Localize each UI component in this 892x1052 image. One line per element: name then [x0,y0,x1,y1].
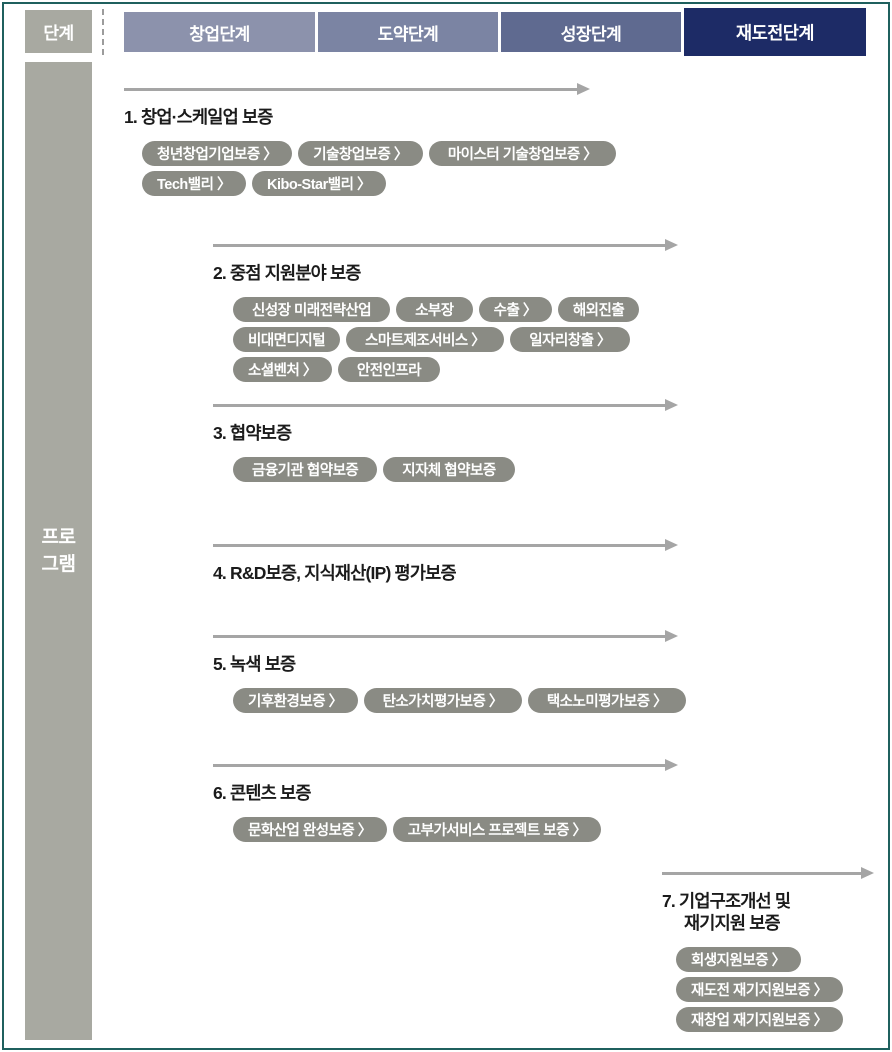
section-4-rnd-ip-guarantee: 4. R&D보증, 지식재산(IP) 평가보증 [213,538,678,584]
program-pill[interactable]: 마이스터 기술창업보증 〉 [428,141,617,166]
program-pill[interactable]: 택소노미평가보증 〉 [527,688,687,713]
dashed-separator [102,9,104,55]
program-pill[interactable]: 재도전 재기지원보증 〉 [676,977,843,1002]
program-pill[interactable]: 지자체 협약보증 [383,457,515,482]
section-7-restructuring-restart: 7. 기업구조개선 및 재기지원 보증 회생지원보증 〉 재도전 재기지원보증 … [662,866,874,1032]
pill-row: 문화산업 완성보증 〉 고부가서비스 프로젝트 보증 〉 [233,817,678,842]
program-label: 프로 그램 [42,524,76,578]
program-pill[interactable]: 신성장 미래전략산업 [233,297,391,322]
section-title: 3. 협약보증 [213,423,292,443]
program-pill[interactable]: 안전인프라 [337,357,441,382]
program-pill[interactable]: 회생지원보증 〉 [676,947,801,972]
arrow-right-icon [213,629,678,643]
program-pill[interactable]: 재창업 재기지원보증 〉 [676,1007,843,1032]
section-title: 6. 콘텐츠 보증 [213,783,311,803]
arrow-right-icon [213,398,678,412]
section-3-agreement-guarantee: 3. 협약보증 금융기관 협약보증 지자체 협약보증 [213,398,678,482]
stage-label: 단계 [43,24,74,43]
stage-header-rechallenge[interactable]: 재도전단계 [684,8,866,56]
program-pill[interactable]: 스마트제조서비스 〉 [346,327,505,352]
program-pill[interactable]: 금융기관 협약보증 [233,457,378,482]
pill-row: 재창업 재기지원보증 〉 [676,1007,874,1032]
section-1-startup-scaleup: 1. 창업·스케일업 보증 청년창업기업보증 〉 기술창업보증 〉 마이스터 기… [124,82,617,196]
stage-label-box: 단계 [25,10,92,53]
section-title: 4. R&D보증, 지식재산(IP) 평가보증 [213,563,457,583]
stage-header-label: 도약단계 [377,24,439,44]
stage-header-growth[interactable]: 성장단계 [501,12,681,52]
program-pill[interactable]: 소부장 [396,297,473,322]
section-6-contents-guarantee: 6. 콘텐츠 보증 문화산업 완성보증 〉 고부가서비스 프로젝트 보증 〉 [213,758,678,842]
program-label-bar: 프로 그램 [25,62,92,1040]
stage-header-label: 창업단계 [189,24,250,44]
pill-row: 소셜벤처 〉 안전인프라 [233,357,678,382]
arrow-right-icon [213,238,678,252]
stage-header-label: 성장단계 [560,24,622,44]
program-pill[interactable]: 기후환경보증 〉 [233,688,358,713]
program-pill[interactable]: Kibo-Star밸리 〉 [251,171,386,196]
program-pill[interactable]: Tech밸리 〉 [142,171,246,196]
section-title: 1. 창업·스케일업 보증 [124,107,273,127]
program-label-line1: 프로 [41,527,76,548]
arrow-right-icon [213,758,678,772]
pill-row: 비대면디지털 스마트제조서비스 〉 일자리창출 〉 [233,327,678,352]
stage-header-leap[interactable]: 도약단계 [318,12,498,52]
pill-row: 재도전 재기지원보증 〉 [676,977,874,1002]
section-title: 5. 녹색 보증 [213,654,296,674]
program-pill[interactable]: 일자리창출 〉 [510,327,631,352]
stage-header-label: 재도전단계 [736,22,815,43]
program-pill[interactable]: 고부가서비스 프로젝트 보증 〉 [392,817,602,842]
pill-row: 금융기관 협약보증 지자체 협약보증 [233,457,678,482]
pill-row: 신성장 미래전략산업 소부장 수출 〉 해외진출 [233,297,678,322]
section-title-line2: 재기지원 보증 [684,913,781,933]
program-pill[interactable]: 기술창업보증 〉 [298,141,423,166]
section-title-line1: 7. 기업구조개선 및 [662,891,791,911]
program-pill[interactable]: 비대면디지털 [233,327,341,352]
program-pill[interactable]: 문화산업 완성보증 〉 [233,817,387,842]
program-pill[interactable]: 탄소가치평가보증 〉 [363,688,522,713]
stage-header-startup[interactable]: 창업단계 [124,12,315,52]
program-pill[interactable]: 해외진출 [557,297,640,322]
pill-row: 기후환경보증 〉 탄소가치평가보증 〉 택소노미평가보증 〉 [233,688,687,713]
section-5-green-guarantee: 5. 녹색 보증 기후환경보증 〉 탄소가치평가보증 〉 택소노미평가보증 〉 [213,629,687,713]
pill-row: 회생지원보증 〉 [676,947,874,972]
program-pill[interactable]: 청년창업기업보증 〉 [142,141,293,166]
arrow-right-icon [662,866,874,880]
program-label-line2: 그램 [41,554,76,575]
arrow-right-icon [213,538,678,552]
arrow-right-icon [124,82,590,96]
program-pill[interactable]: 수출 〉 [478,297,552,322]
section-title: 2. 중점 지원분야 보증 [213,263,361,283]
section-title: 7. 기업구조개선 및 재기지원 보증 [662,890,874,934]
pill-row: Tech밸리 〉 Kibo-Star밸리 〉 [142,171,616,196]
section-2-key-support-fields: 2. 중점 지원분야 보증 신성장 미래전략산업 소부장 수출 〉 해외진출 비… [213,238,678,382]
pill-row: 청년창업기업보증 〉 기술창업보증 〉 마이스터 기술창업보증 〉 [142,141,617,166]
program-pill[interactable]: 소셜벤처 〉 [233,357,332,382]
